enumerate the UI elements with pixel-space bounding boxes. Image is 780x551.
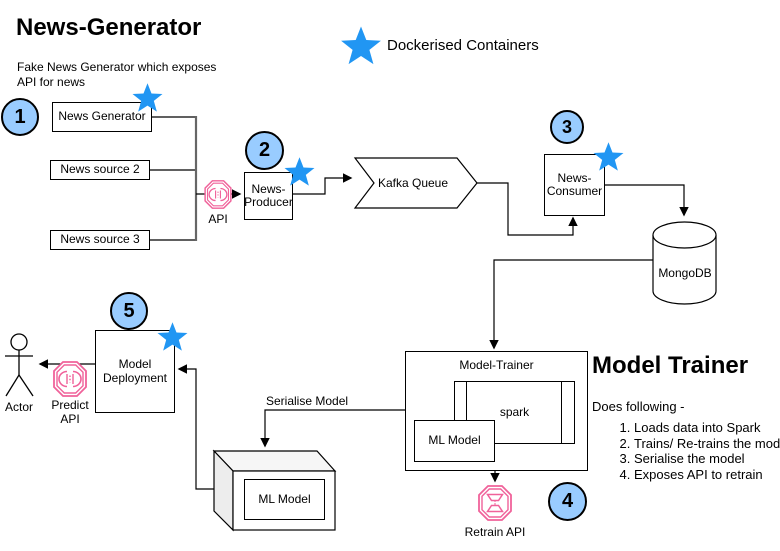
docker-star-icon xyxy=(157,322,188,351)
retrain-api-label: Retrain API xyxy=(464,525,526,539)
edge-kafka-to-consumer xyxy=(477,182,578,236)
kafka-queue-label: Kafka Queue xyxy=(377,176,449,190)
mongodb-cylinder xyxy=(652,221,717,305)
docker-star-icon xyxy=(132,83,163,112)
step-badge-4: 4 xyxy=(548,482,587,521)
api-icon xyxy=(204,180,232,209)
model-trainer-step: Trains/ Re-trains the model xyxy=(634,436,780,452)
edge-mongodb-to-trainer xyxy=(489,259,653,350)
docker-star-icon xyxy=(284,157,315,186)
api-label: API xyxy=(208,212,228,226)
edge-producer-to-kafka xyxy=(293,173,353,195)
model-trainer-steps: Loads data into Spark Trains/ Re-trains … xyxy=(606,420,780,482)
predict-api-label: Predict API xyxy=(51,398,89,426)
retrain-api-icon xyxy=(478,485,512,521)
node-ml-model: ML Model xyxy=(414,420,495,462)
node-model-deployment: Model Deployment xyxy=(95,330,175,413)
serialise-model-label: Serialise Model xyxy=(266,394,349,408)
spark-left-bar xyxy=(466,382,467,443)
edge-cube-to-deployment xyxy=(177,364,214,490)
model-trainer-step: Loads data into Spark xyxy=(634,420,780,436)
model-trainer-intro: Does following - xyxy=(592,399,685,414)
docker-star-icon xyxy=(593,142,624,171)
page-subtitle: Fake News Generator which exposes API fo… xyxy=(17,60,217,89)
legend-label: Dockerised Containers xyxy=(387,37,539,54)
node-news-source-3: News source 3 xyxy=(50,230,150,250)
step-badge-2: 2 xyxy=(245,131,284,170)
node-news-producer: News-Producer xyxy=(244,172,293,220)
node-news-generator: News Generator xyxy=(52,102,152,132)
predict-api-icon xyxy=(53,361,87,397)
model-trainer-heading: Model Trainer xyxy=(592,352,749,379)
edge-consumer-to-mongodb xyxy=(605,184,689,217)
kafka-queue-shape xyxy=(353,157,478,209)
model-trainer-step: Serialise the model xyxy=(634,451,780,467)
page-title: News-Generator xyxy=(16,14,202,41)
mongodb-label: MongoDB xyxy=(658,266,712,280)
node-news-source-2: News source 2 xyxy=(50,160,150,180)
node-model-trainer: Model-Trainer xyxy=(405,351,588,471)
edge-serialise-model xyxy=(260,409,405,448)
node-news-consumer: News-Consumer xyxy=(544,154,605,216)
step-badge-5: 5 xyxy=(110,292,148,330)
spark-right-bar xyxy=(561,382,562,443)
docker-star-legend-icon xyxy=(341,26,381,65)
step-badge-1: 1 xyxy=(1,98,39,136)
actor-label: Actor xyxy=(4,400,33,414)
model-trainer-step: Exposes API to retrain xyxy=(634,467,780,483)
spark-label: spark xyxy=(499,404,530,419)
actor-figure xyxy=(5,333,34,397)
node-ml-model-serialised: ML Model xyxy=(244,479,325,520)
step-badge-3: 3 xyxy=(550,110,584,144)
